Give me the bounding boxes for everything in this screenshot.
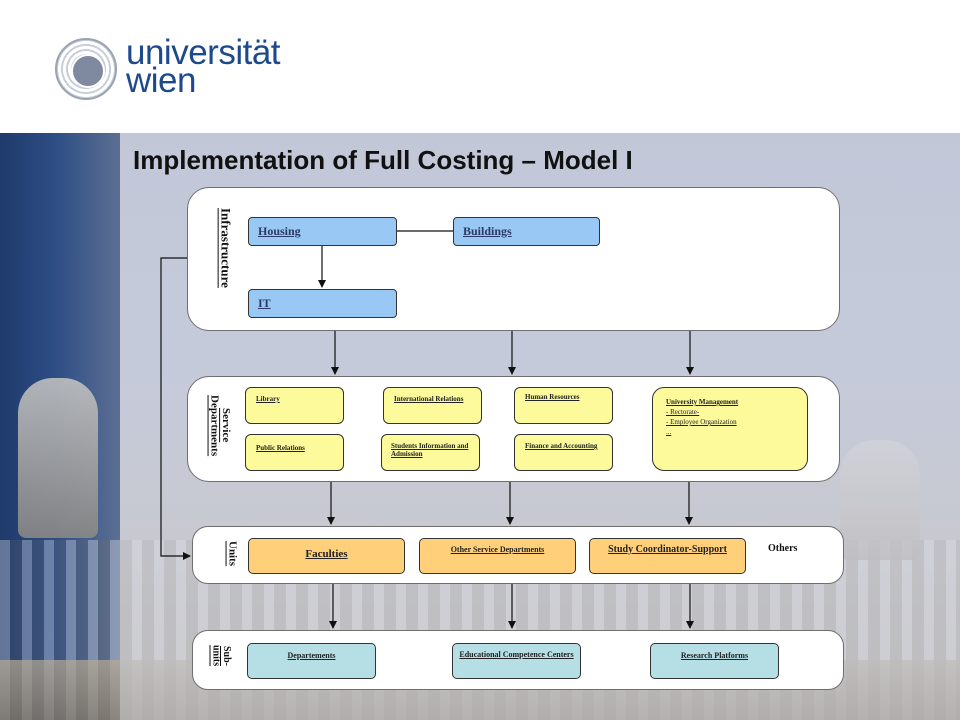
research-platforms-box: Research Platforms — [650, 643, 779, 679]
university-management-list: - Rectorate- - Employee Organization ... — [666, 407, 807, 437]
university-management-item: - Employee Organization — [666, 418, 737, 426]
educational-competence-centers-box: Educational Competence Centers — [452, 643, 581, 679]
finance-accounting-box: Finance and Accounting — [514, 434, 613, 471]
others-label: Others — [768, 543, 798, 554]
logo-text-line2: wien — [126, 61, 196, 100]
sub-units-label: Sub- units — [210, 645, 233, 667]
other-service-departments-box: Other Service Departments — [419, 538, 576, 574]
university-management-title: University Management — [666, 398, 739, 406]
statue-left-image — [18, 378, 98, 538]
public-relations-box: Public Relations — [245, 434, 344, 471]
international-relations-box: International Relations — [383, 387, 482, 424]
infrastructure-label: Infrastructure — [218, 208, 234, 288]
university-management-item: ... — [666, 428, 672, 436]
university-seal-icon — [55, 38, 117, 100]
university-management-item: - Rectorate- — [666, 408, 700, 416]
buildings-box: Buildings — [453, 217, 600, 246]
logo-text-line1: universität — [126, 33, 281, 72]
it-box: IT — [248, 289, 397, 318]
human-resources-box: Human Resources — [514, 387, 613, 424]
departements-box: Departements — [247, 643, 376, 679]
students-information-box: Students Information and Admission — [381, 434, 480, 471]
service-departments-label: Service Departments — [208, 395, 233, 457]
faculties-box: Faculties — [248, 538, 405, 574]
housing-box: Housing — [248, 217, 397, 246]
library-box: Library — [245, 387, 344, 424]
units-label: Units — [226, 541, 239, 567]
university-management-box: University Management - Rectorate- - Emp… — [652, 387, 808, 471]
study-coordinator-support-box: Study Coordinator-Support — [589, 538, 746, 574]
slide-title: Implementation of Full Costing – Model I — [133, 145, 633, 175]
header-bar: universität wien — [0, 0, 960, 133]
